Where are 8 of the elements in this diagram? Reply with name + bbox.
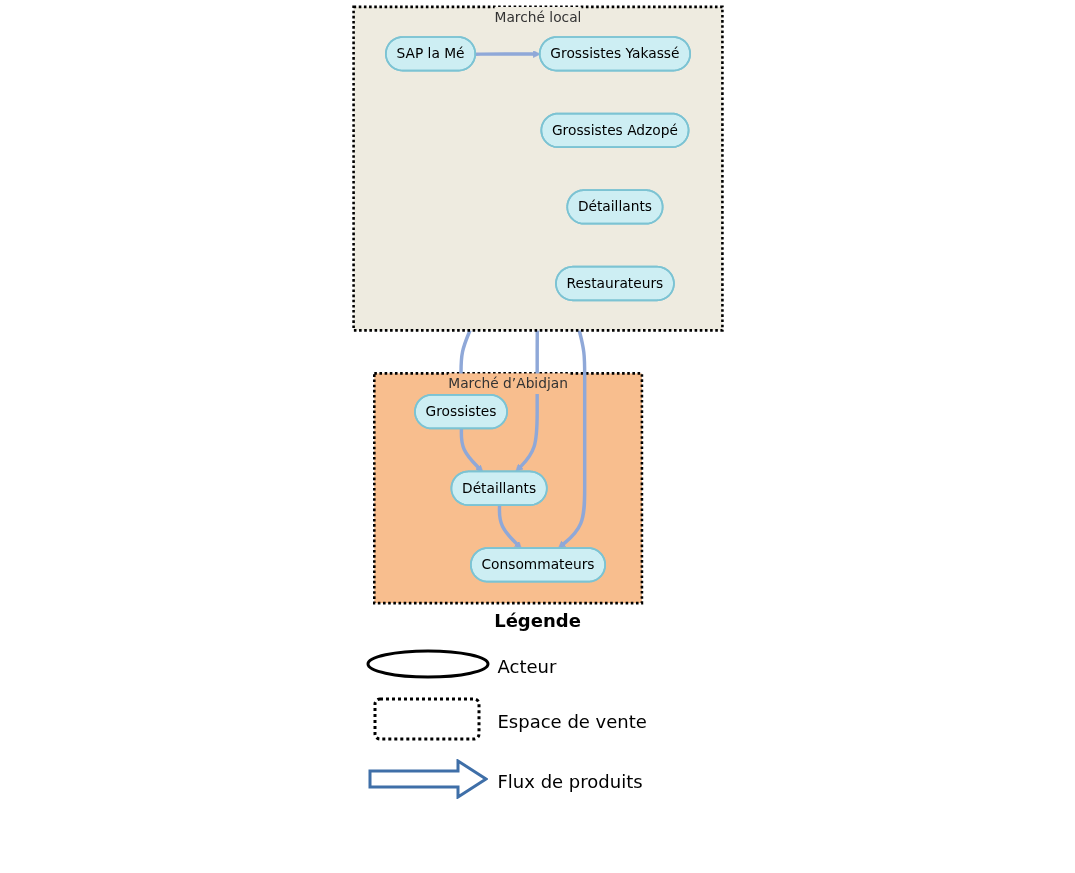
- arrow: [459, 428, 483, 473]
- legend-text: Acteur: [497, 655, 558, 677]
- legend-title: Légende: [493, 610, 582, 631]
- arrow: [475, 50, 540, 58]
- legend-text: Flux de produits: [497, 770, 644, 792]
- arrow: [514, 330, 539, 472]
- arrow: [497, 505, 522, 549]
- legend-text: Espace de vente: [497, 710, 648, 732]
